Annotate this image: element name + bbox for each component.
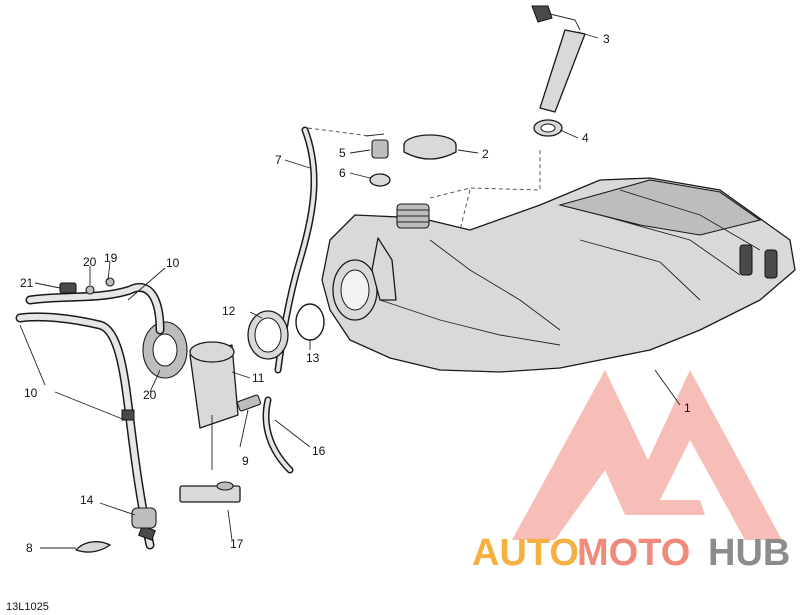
callout-21: 21 [20,276,34,290]
callout-5: 5 [339,146,346,160]
vent-tube [531,5,586,113]
watermark-brand: AUTO MOTO HUB [472,532,790,574]
callout-19: 19 [104,251,118,265]
callout-8: 8 [26,541,33,555]
callout-14: 14 [80,493,94,507]
callout-20-a: 20 [83,255,97,269]
filter [179,481,241,503]
callout-9: 9 [242,454,249,468]
callout-13: 13 [306,351,320,365]
callout-12: 12 [222,304,236,318]
callout-10-b: 10 [24,386,38,400]
outlet-hose [262,396,294,474]
fuel-pump [142,321,239,470]
fuel-tank [321,177,796,373]
rollover-valve [365,133,389,159]
fuel-hoses [15,277,165,550]
watermark-logo [512,370,782,540]
grommet [533,119,563,137]
callout-10-a: 10 [166,256,180,270]
callout-3: 3 [603,32,610,46]
callout-1: 1 [684,401,691,415]
elbow-fitting [131,507,157,529]
o-ring [295,303,325,341]
drawing-code: 13L1025 [6,601,49,613]
callout-6: 6 [339,166,346,180]
fuel-cap [403,134,457,160]
watermark-auto: AUTO [472,532,579,574]
watermark-hub: HUB [708,532,790,574]
connector [236,394,262,412]
callout-4: 4 [582,131,589,145]
valve-grommet [369,173,391,187]
callout-16: 16 [312,444,326,458]
callout-20-b: 20 [143,388,157,402]
pump-seal [247,310,289,360]
callout-17: 17 [230,537,244,551]
callout-11: 11 [252,371,265,385]
watermark-moto: MOTO [577,532,690,574]
clamp [75,541,111,553]
callout-7: 7 [275,153,282,167]
callout-2: 2 [482,147,489,161]
leader-lines [19,31,681,549]
